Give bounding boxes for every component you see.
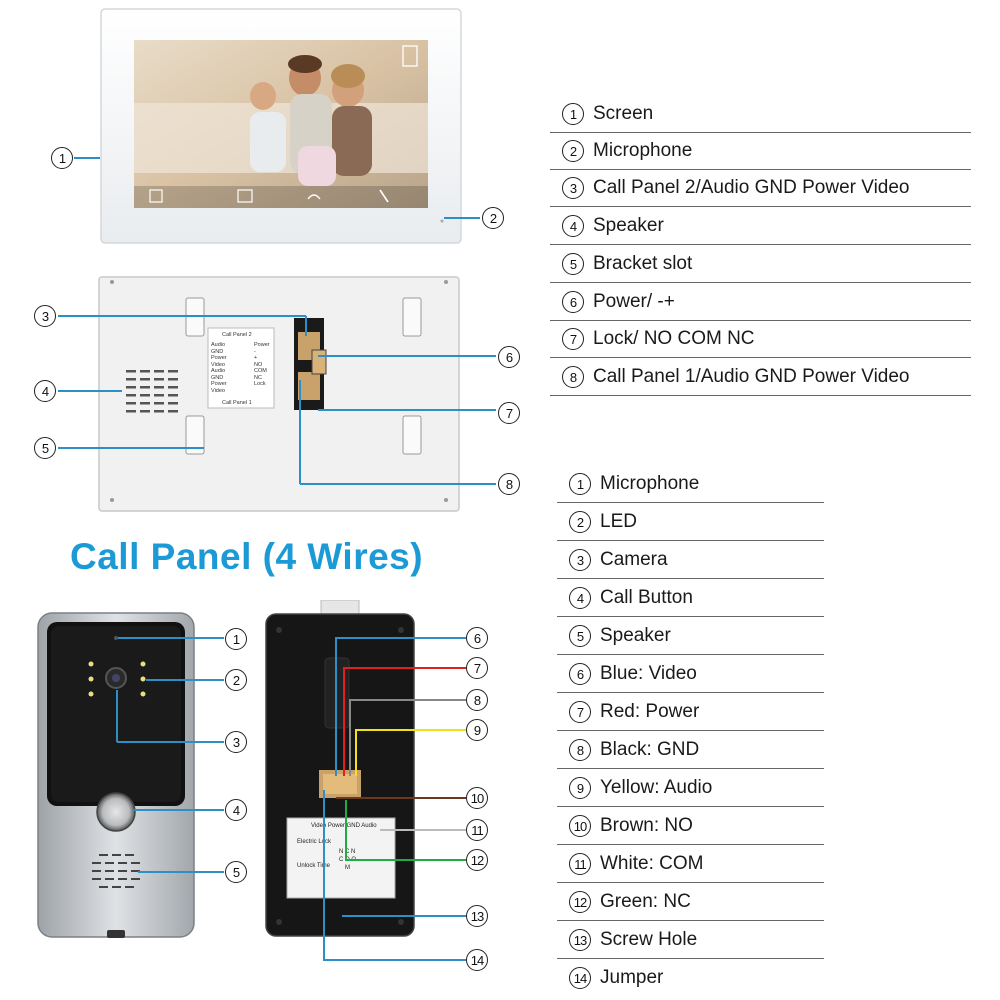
callout-monitor-6: 6 (498, 346, 520, 368)
monitor-front-drawing (100, 8, 462, 244)
sticker-header: Video Power GND Audio (311, 823, 377, 829)
callout-panel-4: 4 (225, 799, 247, 821)
callout-panel-12: 12 (466, 849, 488, 871)
sticker-left-col: Audio GND Power Video Audio GND Power Vi… (211, 342, 227, 394)
callout-monitor-1: 1 (51, 147, 73, 169)
callout-panel-14: 14 (466, 949, 488, 971)
monitor-back-sticker: Call Panel 2 Audio GND Power Video Audio… (208, 328, 274, 408)
callout-panel-10: 10 (466, 787, 488, 809)
callout-panel-6: 6 (466, 627, 488, 649)
callout-panel-7: 7 (466, 657, 488, 679)
callout-monitor-5: 5 (34, 437, 56, 459)
callout-panel-13: 13 (466, 905, 488, 927)
callout-panel-2: 2 (225, 669, 247, 691)
monitor-front (100, 8, 462, 244)
call-panel-front (37, 612, 195, 938)
sticker-bottom: Call Panel 1 (222, 400, 252, 406)
callout-monitor-7: 7 (498, 402, 520, 424)
callout-panel-1: 1 (225, 628, 247, 650)
monitor-back-drawing (98, 276, 460, 512)
sticker-terminals-3: M (345, 865, 350, 871)
sticker-right-col: Power - + NO COM NC Lock (254, 342, 270, 387)
callout-monitor-8: 8 (498, 473, 520, 495)
callout-panel-11: 11 (466, 819, 488, 841)
sticker-electric-lock: Electric Lock (297, 839, 332, 845)
sticker-terminals-2: C O O (339, 857, 357, 863)
callout-panel-3: 3 (225, 731, 247, 753)
callout-panel-5: 5 (225, 861, 247, 883)
callout-monitor-4: 4 (34, 380, 56, 402)
panel-back-sticker: Video Power GND Audio Electric Lock Unlo… (287, 818, 395, 898)
call-panel-front-drawing (37, 612, 195, 938)
callout-monitor-2: 2 (482, 207, 504, 229)
call-panel-back: Video Power GND Audio Electric Lock Unlo… (265, 599, 415, 938)
callout-panel-9: 9 (466, 719, 488, 741)
callout-monitor-3: 3 (34, 305, 56, 327)
monitor-back: Call Panel 2 Audio GND Power Video Audio… (98, 276, 460, 512)
callout-panel-8: 8 (466, 689, 488, 711)
sticker-title: Call Panel 2 (222, 332, 252, 338)
call-panel-title: Call Panel (4 Wires) (70, 536, 424, 577)
sticker-terminals-1: N C N (339, 849, 356, 855)
sticker-unlock-time: Unlock Time (297, 863, 331, 869)
